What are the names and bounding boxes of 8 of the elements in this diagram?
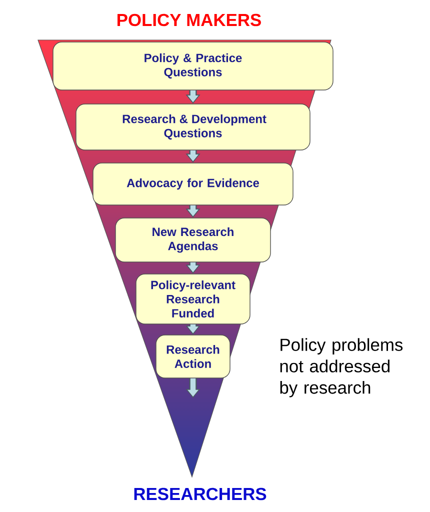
step-box: Policy-relevant Research Funded — [136, 274, 250, 324]
step-box: Research Action — [156, 334, 230, 378]
step-box: Policy & Practice Questions — [52, 42, 334, 90]
note-text: Policy problems not addressed by research — [280, 338, 403, 398]
step-box: Advocacy for Evidence — [92, 162, 294, 206]
step-box: New Research Agendas — [115, 218, 271, 262]
funnel-bottom-label: RESEARCHERS — [134, 488, 266, 500]
step-box: Research & Development Questions — [76, 104, 310, 150]
